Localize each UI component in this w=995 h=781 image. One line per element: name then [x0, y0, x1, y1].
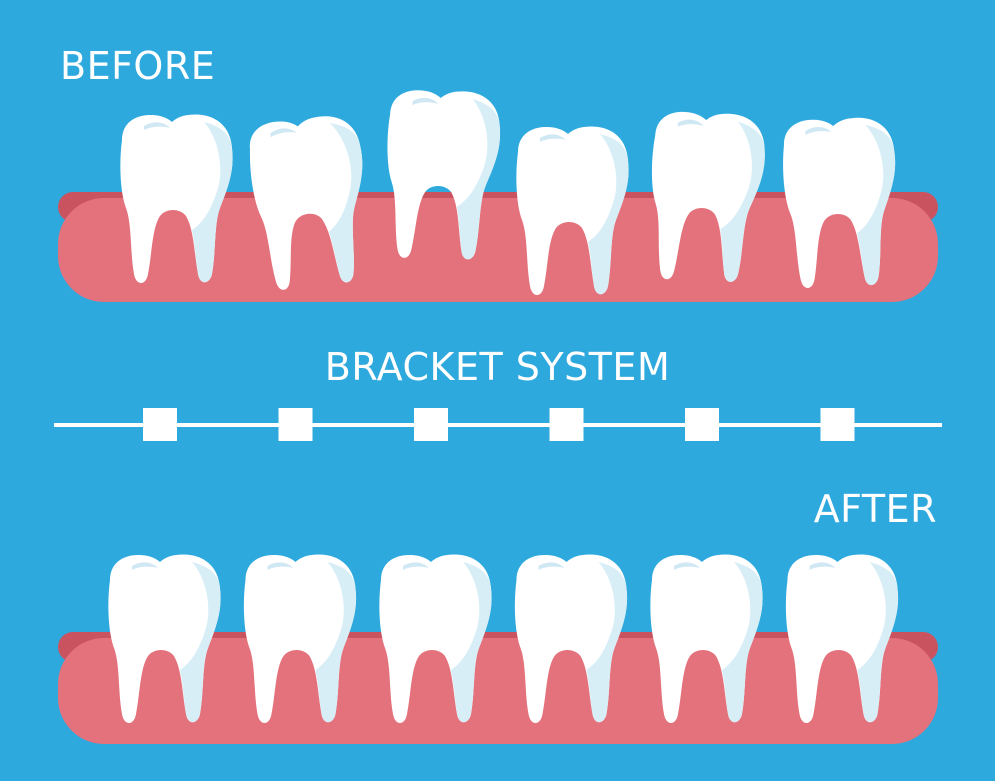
after-label: AFTER	[813, 487, 937, 531]
bracket	[278, 408, 313, 441]
bracket	[549, 408, 584, 441]
bracket-system-diagram	[54, 408, 942, 441]
bracket	[143, 408, 177, 441]
before-label: BEFORE	[60, 44, 216, 88]
bracket-system-label: BRACKET SYSTEM	[324, 345, 671, 389]
bracket	[685, 408, 719, 441]
bracket	[820, 408, 855, 441]
bracket	[414, 408, 448, 441]
